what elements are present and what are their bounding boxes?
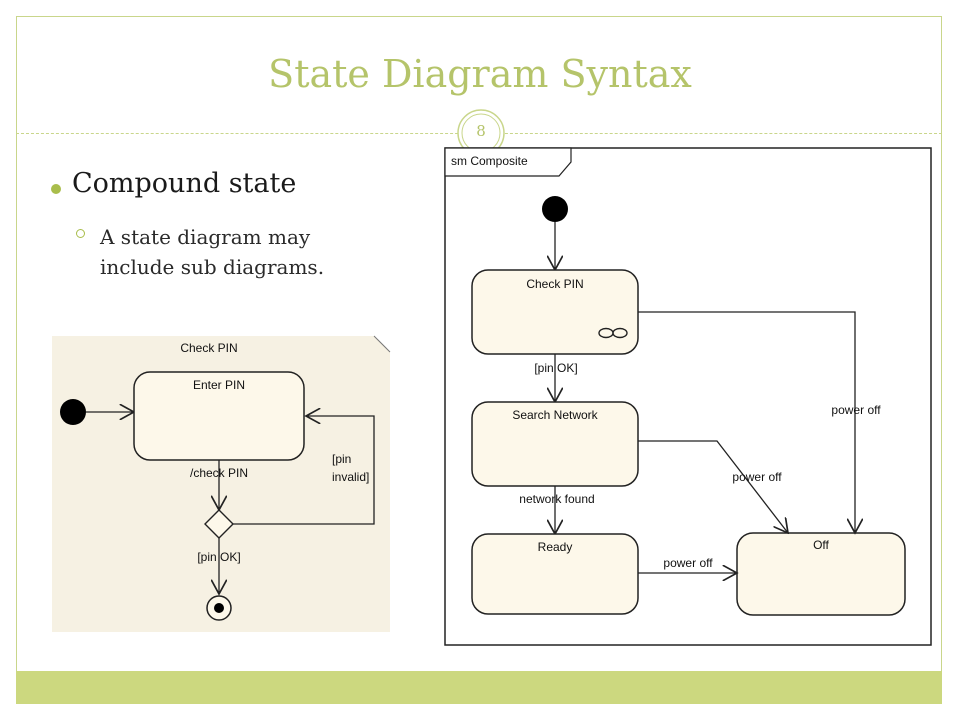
- sub-bullet-ring-icon: [76, 229, 85, 238]
- bullet-dot-icon: [51, 184, 61, 194]
- state-ready: [471, 533, 639, 615]
- guard-pin-ok: [pin OK]: [534, 361, 577, 375]
- transition-check-pin-label: /check PIN: [190, 466, 248, 480]
- state-search-network-label: Search Network: [512, 408, 598, 422]
- footer-band: [16, 671, 942, 704]
- composite-frame-label: sm Composite: [451, 154, 528, 168]
- page-number: 8: [476, 122, 486, 140]
- bullet-compound-state: Compound state: [72, 168, 297, 199]
- state-ready-label: Ready: [538, 540, 573, 554]
- composite-state-machine: sm Composite Check PIN [pin OK] Search N…: [444, 147, 932, 646]
- state-check-pin-label: Check PIN: [526, 277, 583, 291]
- sub-bullet-line: include sub diagrams.: [100, 255, 325, 279]
- sub-bullet-text: A state diagram may include sub diagrams…: [100, 222, 400, 282]
- sub-bullet-line: A state diagram may: [100, 225, 311, 249]
- subdiagram-frame-label: Check PIN: [180, 341, 237, 355]
- transition-power-off-ready-label: power off: [663, 556, 713, 570]
- guard-pin-invalid-line2: invalid]: [332, 470, 369, 484]
- guard-pin-invalid-line1: [pin: [332, 452, 351, 466]
- composite-frame-tab: [444, 147, 572, 177]
- slide-title: State Diagram Syntax: [268, 52, 692, 96]
- guard-pin-ok: [pin OK]: [197, 550, 240, 564]
- initial-node: [542, 196, 568, 222]
- transition-network-found-label: network found: [519, 492, 594, 506]
- transition-power-off-check-pin: [638, 311, 855, 533]
- state-off-label: Off: [813, 538, 829, 552]
- state-enter-pin-label: Enter PIN: [193, 378, 245, 392]
- transition-pin-invalid: [233, 416, 375, 525]
- transition-power-off-check-pin-label: power off: [831, 403, 881, 417]
- initial-node: [60, 399, 86, 425]
- composite-state-icon: [598, 327, 628, 339]
- transition-power-off-search-label: power off: [732, 470, 782, 484]
- transition-power-off-search: [638, 440, 788, 533]
- check-pin-subdiagram: Check PIN Enter PIN /check PIN [pin inva…: [52, 335, 391, 632]
